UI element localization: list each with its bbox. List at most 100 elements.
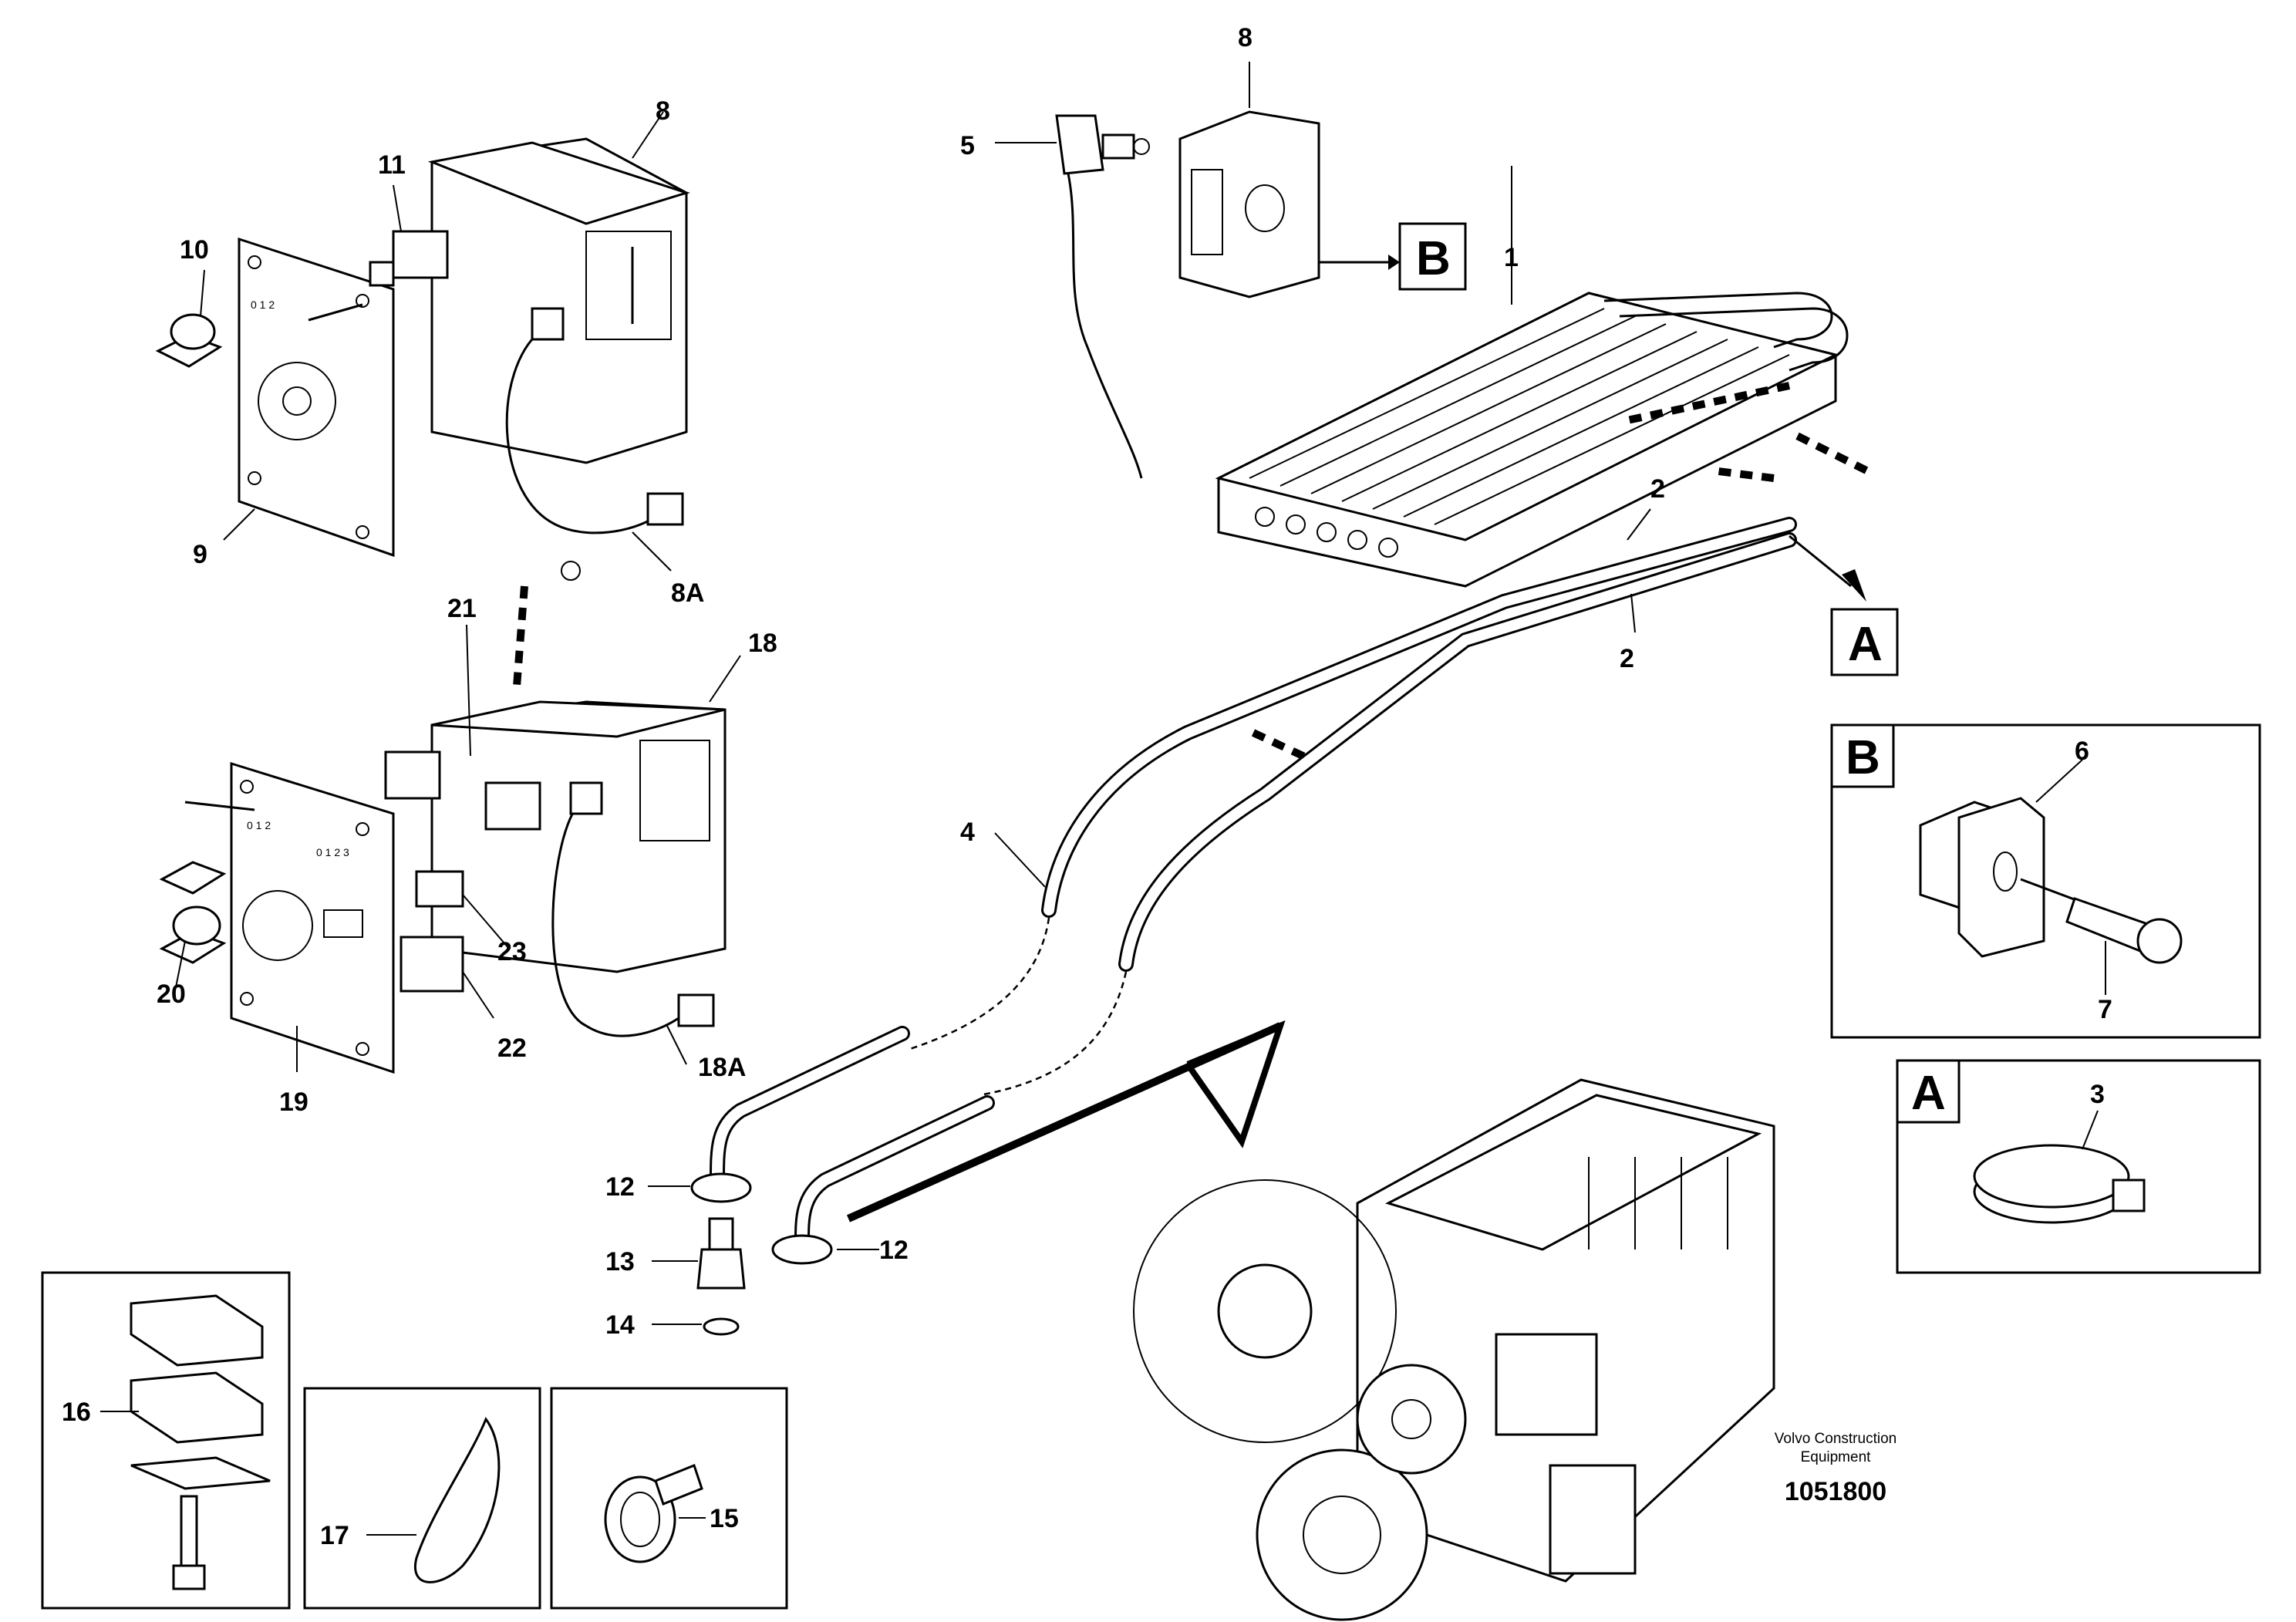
box-8-body — [430, 137, 688, 464]
front-plate-19 — [230, 761, 395, 1074]
callout-8A: 8A — [671, 578, 704, 608]
cable-18A — [551, 809, 679, 1037]
callout-2-upper: 2 — [1650, 474, 1665, 504]
hose-fittings — [648, 1172, 879, 1336]
dashed-link-hose-right — [1787, 428, 1869, 474]
engine-illustration — [846, 1020, 1775, 1621]
damper-pulley — [1256, 1448, 1428, 1621]
fan — [1133, 1179, 1397, 1443]
hose-clamp-12-right — [771, 1234, 833, 1265]
detail-inset-15 — [550, 1387, 788, 1610]
heater-core-1 — [1215, 166, 1849, 588]
callout-10: 10 — [180, 235, 209, 265]
callout-12-left: 12 — [605, 1172, 635, 1202]
callout-22: 22 — [497, 1034, 527, 1063]
callout-18: 18 — [748, 629, 777, 658]
hose-2-lower — [1118, 532, 1797, 972]
callout-20: 20 — [157, 980, 186, 1009]
callout-23: 23 — [497, 937, 527, 966]
temperature-sensor-5 — [995, 114, 1150, 479]
caption-company-line2: Equipment — [1801, 1449, 1872, 1465]
callout-8-top: 8 — [656, 96, 670, 126]
callout-2-lower: 2 — [1620, 644, 1634, 673]
callout-15: 15 — [710, 1504, 739, 1533]
cable-tie-17 — [414, 1416, 501, 1583]
detail-inset-17 — [303, 1387, 541, 1610]
dial-label-19b: 0 1 2 3 — [316, 846, 349, 858]
callout-19: 19 — [279, 1088, 308, 1117]
inset-B-letter: B — [1846, 731, 1880, 784]
callout-3: 3 — [2090, 1080, 2105, 1109]
callout-14: 14 — [605, 1310, 635, 1340]
relay-22 — [400, 936, 464, 993]
box-8-top — [427, 141, 690, 225]
caption-document-number: 1051800 — [1785, 1477, 1886, 1506]
clamp-plate — [130, 1456, 271, 1490]
knob-20a — [159, 861, 227, 895]
callout-6: 6 — [2075, 737, 2089, 766]
inset-15-frame — [550, 1387, 788, 1610]
inset-A-label-box — [1896, 1059, 1961, 1124]
engine-head — [1385, 1094, 1762, 1251]
callout-21: 21 — [447, 594, 477, 623]
detail-inset-A — [1896, 1059, 2261, 1274]
inset-B-label-box — [1830, 723, 1895, 788]
switch-box-top: 0 1 2 — [155, 111, 690, 581]
oil-cooler-cover — [1495, 1333, 1598, 1436]
switch-11 — [392, 230, 449, 279]
washer-14 — [703, 1317, 740, 1336]
switch-21b — [484, 781, 541, 831]
p-clip-15 — [604, 1475, 676, 1563]
callout-16: 16 — [62, 1398, 91, 1427]
connector-18A — [677, 993, 715, 1027]
dashed-link-boxes — [513, 585, 528, 687]
hose-dotted-lower — [979, 971, 1128, 1097]
callout-13: 13 — [605, 1247, 635, 1276]
box-18-top — [431, 700, 726, 738]
clamp-half-bottom — [130, 1371, 264, 1444]
callout-12-right: 12 — [879, 1236, 909, 1265]
box-8b-body — [1178, 110, 1320, 298]
sensor-capillary — [1067, 173, 1143, 479]
box-8-label-plate — [585, 231, 672, 340]
dashed-link-hose-mid — [1251, 729, 1313, 764]
inset-17-frame — [303, 1387, 541, 1610]
clamp-half-top — [130, 1294, 264, 1367]
callout-8-right: 8 — [1238, 23, 1253, 52]
hose-dotted-upper — [909, 917, 1050, 1050]
callout-11: 11 — [378, 150, 406, 180]
switch-21a — [384, 750, 441, 800]
box-18-label-plate — [639, 740, 710, 841]
dashed-link-hose-upper — [1626, 382, 1791, 424]
inset-A-frame — [1896, 1059, 2261, 1274]
box-18-body — [430, 700, 727, 973]
hose-clamp-12-left — [690, 1172, 752, 1203]
callout-17: 17 — [320, 1521, 349, 1550]
detail-inset-16 — [41, 1271, 291, 1610]
ref-letter-A: A — [1848, 618, 1883, 671]
switch-box-bottom: 0 1 2 0 1 2 3 — [159, 624, 741, 1074]
ref-letter-B: B — [1416, 232, 1451, 285]
inset-A-letter: A — [1911, 1067, 1946, 1120]
callout-7: 7 — [2098, 995, 2112, 1024]
ref-box-A — [1830, 608, 1899, 676]
heater-hoses — [710, 508, 1866, 1249]
cable-8A — [505, 330, 656, 534]
oil-filter — [1549, 1464, 1637, 1575]
detail-inset-B — [1830, 723, 2261, 1039]
caption-company-line1: Volvo Construction — [1775, 1431, 1896, 1447]
dial-label-19a: 0 1 2 — [247, 819, 271, 831]
callout-5: 5 — [960, 131, 975, 160]
ac-compressor-pulley — [1356, 1364, 1467, 1475]
switch-box-8-right — [1178, 62, 1400, 298]
inset-16-frame — [41, 1271, 291, 1610]
callout-9: 9 — [193, 540, 207, 569]
callout-1: 1 — [1504, 243, 1519, 272]
connector-8A — [646, 492, 684, 526]
clamp-bolt — [180, 1495, 198, 1575]
front-plate-9 — [238, 237, 395, 558]
ref-box-B — [1398, 222, 1467, 291]
callout-4: 4 — [960, 818, 975, 847]
callout-18A: 18A — [698, 1053, 746, 1082]
